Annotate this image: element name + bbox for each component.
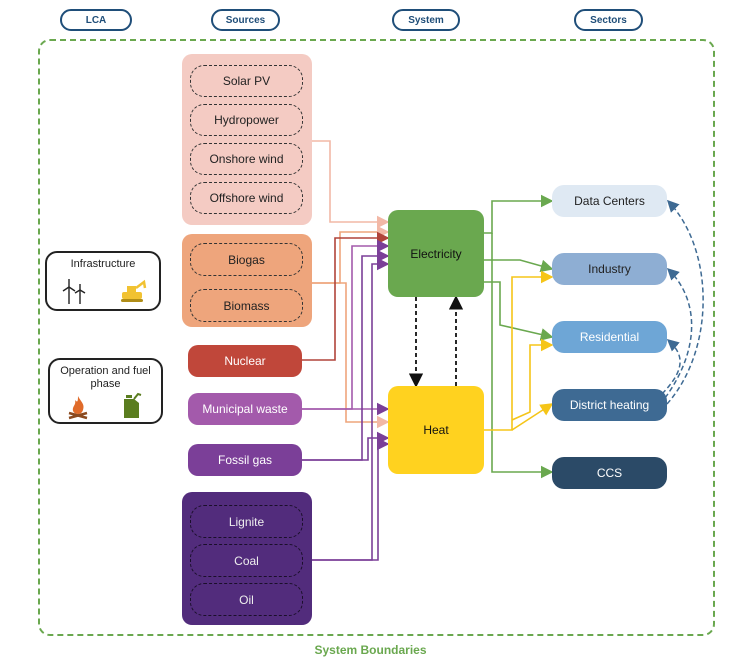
source-biomass: Biomass: [190, 289, 303, 322]
system-boundaries-label: System Boundaries: [314, 643, 427, 657]
source-offshore-wind: Offshore wind: [190, 182, 303, 214]
operation-box: Operation and fuel phase: [48, 358, 163, 424]
sectors-header: Sectors: [574, 9, 643, 31]
sector-industry: Industry: [552, 253, 667, 285]
system-header: System: [392, 9, 460, 31]
lca-header: LCA: [60, 9, 132, 31]
operation-label: Operation and fuel phase: [60, 365, 151, 390]
sector-district-heating: District heating: [552, 389, 667, 421]
source-onshore-wind: Onshore wind: [190, 143, 303, 175]
source-fossil-gas: Fossil gas: [188, 444, 302, 476]
infrastructure-box: Infrastructure: [45, 251, 161, 311]
source-municipal-waste: Municipal waste: [188, 393, 302, 425]
wind-turbine-icon: [62, 279, 86, 304]
fuel-can-icon: [124, 392, 142, 418]
infrastructure-label: Infrastructure: [70, 258, 136, 270]
excavator-icon: [121, 279, 147, 302]
source-lignite: Lignite: [190, 505, 303, 538]
fire-icon: [68, 396, 88, 420]
source-biogas: Biogas: [190, 243, 303, 276]
source-oil: Oil: [190, 583, 303, 616]
sector-data-centers: Data Centers: [552, 185, 667, 217]
source-hydropower: Hydropower: [190, 104, 303, 136]
source-coal: Coal: [190, 544, 303, 577]
system-boundary: [38, 39, 715, 636]
sector-ccs: CCS: [552, 457, 667, 489]
sources-header: Sources: [211, 9, 280, 31]
system-electricity: Electricity: [388, 210, 484, 297]
renewables-group: [182, 54, 312, 225]
source-nuclear: Nuclear: [188, 345, 302, 377]
sector-residential: Residential: [552, 321, 667, 353]
system-heat: Heat: [388, 386, 484, 474]
source-solar-pv: Solar PV: [190, 65, 303, 97]
